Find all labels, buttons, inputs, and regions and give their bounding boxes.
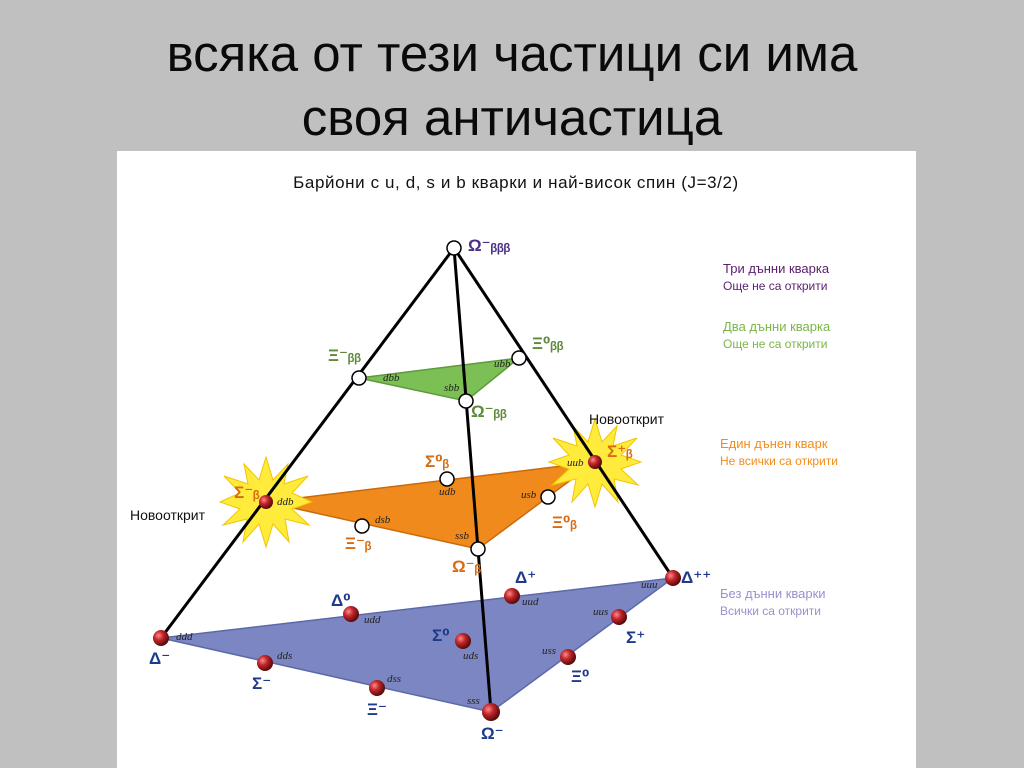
legend-subtitle-2: Още не са открити bbox=[723, 337, 827, 351]
ball-xi-b-minus bbox=[354, 518, 370, 534]
ball-delta-plusplus bbox=[665, 570, 681, 586]
legend-subtitle-4: Всички са открити bbox=[720, 604, 821, 618]
quark-ssb: ssb bbox=[455, 530, 470, 542]
label-xi-bb-minus: Ξ⁻ᵦᵦ bbox=[328, 346, 362, 365]
ball-delta-minus bbox=[153, 630, 169, 646]
quark-ddb: ddb bbox=[277, 496, 294, 508]
legend-title-4: Без дънни кварки bbox=[720, 586, 826, 601]
quark-uuu: uuu bbox=[641, 579, 658, 591]
label-xi-bb-zero: Ξ⁰ᵦᵦ bbox=[532, 334, 564, 353]
top-plane bbox=[358, 356, 522, 402]
ball-sigma-b-plus bbox=[588, 455, 602, 469]
slide-title-line-2: своя античастица bbox=[301, 89, 723, 146]
label-xi-b-zero: Ξ⁰ᵦ bbox=[552, 513, 577, 532]
label-delta-minus: Δ⁻ bbox=[149, 649, 170, 668]
label-sigma-b-plus: Σ⁺ᵦ bbox=[607, 442, 633, 461]
diagram-heading: Барйони с u, d, s и b кварки и най-висок… bbox=[293, 173, 739, 192]
quark-ubb: ubb bbox=[494, 358, 511, 370]
quark-dsb: dsb bbox=[375, 514, 391, 526]
ball-xi-minus bbox=[369, 680, 385, 696]
quark-dds: dds bbox=[277, 650, 292, 662]
diagram-panel: Барйони с u, d, s и b кварки и най-висок… bbox=[117, 151, 916, 768]
label-sigma-zero: Σ⁰ bbox=[432, 626, 450, 645]
quark-uub: uub bbox=[567, 457, 584, 469]
legend-title-1: Три дънни кварка bbox=[723, 261, 830, 276]
label-sigma-minus: Σ⁻ bbox=[252, 674, 271, 693]
ball-xi-b-zero bbox=[540, 489, 556, 505]
ball-omega-b bbox=[470, 541, 486, 557]
legend-title-2: Два дънни кварка bbox=[723, 319, 831, 334]
quark-sss: sss bbox=[467, 695, 480, 707]
quark-uds: uds bbox=[463, 650, 478, 662]
callout-new-left: Новооткрит bbox=[130, 507, 206, 523]
label-omega-minus: Ω⁻ bbox=[481, 724, 504, 743]
ball-xi-bb-zero bbox=[511, 350, 527, 366]
label-delta-plus: Δ⁺ bbox=[515, 568, 536, 587]
label-xi-b-minus: Ξ⁻ᵦ bbox=[345, 534, 372, 553]
label-omega-bbb: Ω⁻ᵦᵦᵦ bbox=[468, 236, 511, 255]
ball-sigma-plus bbox=[611, 609, 627, 625]
pyramid-edges bbox=[159, 247, 675, 713]
quark-uss: uss bbox=[542, 645, 556, 657]
label-omega-b: Ω⁻ᵦ bbox=[452, 557, 482, 576]
middle-plane bbox=[265, 460, 598, 550]
ball-delta-zero bbox=[343, 606, 359, 622]
legend-subtitle-3: Не всички са открити bbox=[720, 454, 838, 468]
quark-udd: udd bbox=[364, 614, 381, 626]
label-sigma-plus: Σ⁺ bbox=[626, 628, 645, 647]
ball-omega-bb bbox=[458, 393, 474, 409]
bottom-plane bbox=[160, 576, 676, 713]
ball-sigma-b-minus bbox=[259, 495, 273, 509]
label-omega-bb: Ω⁻ᵦᵦ bbox=[471, 402, 507, 421]
label-xi-minus: Ξ⁻ bbox=[367, 700, 387, 719]
ball-omega-bbb bbox=[446, 240, 462, 256]
quark-udb: udb bbox=[439, 486, 456, 498]
legend-title-3: Един дънен кварк bbox=[720, 436, 828, 451]
quark-usb: usb bbox=[521, 489, 537, 501]
quark-sbb: sbb bbox=[444, 382, 460, 394]
label-sigma-b-zero: Σ⁰ᵦ bbox=[425, 452, 450, 471]
quark-uud: uud bbox=[522, 596, 539, 608]
slide-title: всяка от тези частици си има своя антича… bbox=[0, 22, 1024, 150]
ball-xi-bb-minus bbox=[351, 370, 367, 386]
quark-ddd: ddd bbox=[176, 631, 193, 643]
baryon-pyramid-diagram: Барйони с u, d, s и b кварки и най-висок… bbox=[130, 173, 838, 743]
quark-dbb: dbb bbox=[383, 372, 400, 384]
quark-uus: uus bbox=[593, 606, 608, 618]
ball-sigma-b-zero bbox=[439, 471, 455, 487]
legend: Три дънни кварка Още не са открити Два д… bbox=[720, 261, 838, 618]
ball-xi-zero bbox=[560, 649, 576, 665]
ball-delta-plus bbox=[504, 588, 520, 604]
slide-title-line-1: всяка от тези частици си има bbox=[166, 25, 858, 82]
callout-new-right: Новооткрит bbox=[589, 411, 665, 427]
ball-omega-minus bbox=[482, 703, 500, 721]
quark-dss: dss bbox=[387, 673, 401, 685]
label-delta-plusplus: Δ⁺⁺ bbox=[681, 568, 711, 587]
legend-subtitle-1: Още не са открити bbox=[723, 279, 827, 293]
ball-sigma-minus bbox=[257, 655, 273, 671]
label-xi-zero: Ξ⁰ bbox=[571, 667, 589, 686]
label-sigma-b-minus: Σ⁻ᵦ bbox=[234, 483, 260, 502]
ball-sigma-zero bbox=[455, 633, 471, 649]
label-delta-zero: Δ⁰ bbox=[331, 591, 351, 610]
